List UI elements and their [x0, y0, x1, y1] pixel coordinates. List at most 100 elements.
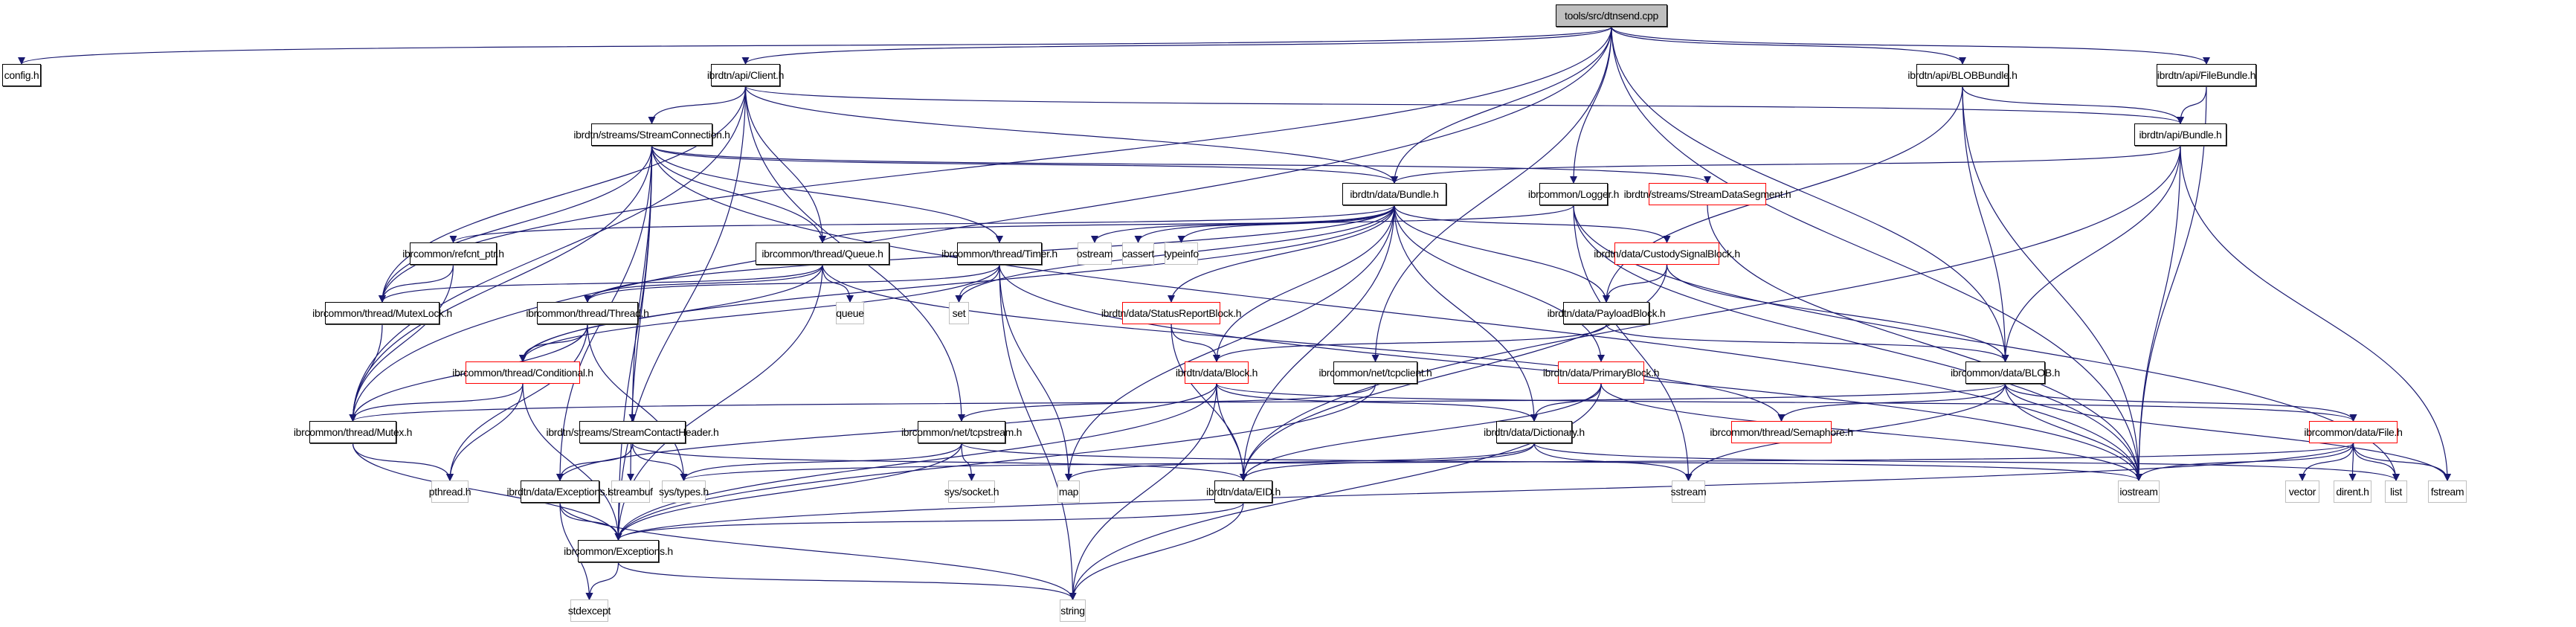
edge-refcnt-to-mutex	[349, 264, 454, 422]
node-conditional[interactable]: ibrcommon/thread/Conditional.h	[452, 361, 593, 384]
edge-databundle-to-primary	[1394, 205, 1605, 362]
edge-databundle-to-ostream	[1091, 205, 1395, 243]
node-primary[interactable]: ibrdtn/data/PrimaryBlock.h	[1543, 361, 1660, 384]
node-databundle[interactable]: ibrdtn/data/Bundle.h	[1342, 183, 1446, 205]
edge-tcpstream-to-commonexc	[614, 443, 962, 541]
node-blobbundle[interactable]: ibrdtn/api/BLOBBundle.h	[1907, 64, 2018, 86]
node-label: ibrdtn/api/Bundle.h	[2139, 129, 2222, 141]
node-queue-h[interactable]: ibrcommon/thread/Queue.h	[756, 242, 889, 265]
node-label: ibrdtn/api/BLOBBundle.h	[1907, 69, 2018, 81]
edge-file-to-commonexc	[614, 443, 2354, 541]
node-label: ibrdtn/streams/StreamContactHeader.h	[546, 426, 719, 438]
edge-apibundle-to-databundle	[1391, 145, 2181, 184]
node-label: ibrdtn/data/PayloadBlock.h	[1547, 307, 1666, 319]
edge-dtnsend-to-blobbundle	[1611, 26, 1966, 65]
node-dataexc[interactable]: ibrdtn/data/Exceptions.h	[507, 480, 614, 503]
node-streambuf: streambuf	[608, 480, 653, 503]
edge-primary-to-dictionary	[1530, 383, 1602, 422]
node-dictionary[interactable]: ibrdtn/data/Dictionary.h	[1484, 421, 1585, 443]
edge-databundle-to-custody	[1394, 205, 1671, 243]
node-streamconn[interactable]: ibrdtn/streams/StreamConnection.h	[573, 123, 730, 146]
edge-databundle-to-statusreport	[1168, 205, 1395, 303]
edge-dtnsend-to-blob	[1611, 26, 2009, 362]
edge-commonexc-to-string	[617, 562, 1077, 600]
node-label: map	[1058, 486, 1079, 498]
node-systypes: sys/types.h	[659, 480, 709, 503]
node-label: tools/src/dtnsend.cpp	[1565, 10, 1658, 22]
node-custody[interactable]: ibrdtn/data/CustodySignalBlock.h	[1594, 242, 1740, 265]
node-mutex[interactable]: ibrcommon/thread/Mutex.h	[294, 421, 412, 443]
edge-databundle-to-eid	[1240, 205, 1395, 481]
node-payload[interactable]: ibrdtn/data/PayloadBlock.h	[1548, 302, 1666, 324]
node-logger[interactable]: ibrcommon/Logger.h	[1528, 183, 1619, 205]
node-commonexc[interactable]: ibrcommon/Exceptions.h	[564, 540, 673, 562]
edge-conditional-to-mutex	[349, 383, 524, 422]
node-client[interactable]: ibrdtn/api/Client.h	[707, 64, 784, 86]
node-tcpstream[interactable]: ibrcommon/net/tcpstream.h	[901, 421, 1022, 443]
edge-file-to-dirent	[2348, 443, 2357, 481]
edge-dtnsend-to-logger	[1570, 26, 1612, 184]
node-label: ibrdtn/api/FileBundle.h	[2157, 69, 2256, 81]
node-label: ibrdtn/data/Block.h	[1175, 367, 1258, 379]
edge-dtnsend-to-client	[741, 26, 1612, 65]
edge-timer-to-string	[999, 264, 1077, 600]
node-contacthdr[interactable]: ibrdtn/streams/StreamContactHeader.h	[547, 421, 719, 443]
edge-logger-to-sstream	[1573, 205, 1693, 481]
node-label: fstream	[2430, 486, 2464, 498]
node-thread[interactable]: ibrcommon/thread/Thread.h	[526, 302, 649, 324]
node-dtnsend[interactable]: tools/src/dtnsend.cpp	[1556, 4, 1667, 27]
node-pthread: pthread.h	[429, 480, 471, 503]
edge-payload-to-block	[1213, 324, 1607, 362]
node-blob[interactable]: ibrcommon/data/BLOB.h	[1951, 361, 2060, 384]
node-label: ibrdtn/data/StatusReportBlock.h	[1101, 307, 1242, 319]
node-label: ibrdtn/api/Client.h	[706, 69, 785, 81]
node-sstream: sstream	[1671, 480, 1707, 503]
edge-filebundle-to-iostream	[2135, 86, 2207, 481]
edge-dtnsend-to-tcpclient	[1371, 26, 1612, 362]
node-statusreport[interactable]: ibrdtn/data/StatusReportBlock.h	[1101, 302, 1241, 324]
node-label: ibrdtn/data/Bundle.h	[1350, 188, 1439, 200]
edge-databundle-to-refcnt	[449, 205, 1395, 243]
node-cassert: cassert	[1122, 242, 1154, 265]
node-file[interactable]: ibrcommon/data/File.h	[2304, 421, 2403, 443]
node-semaphore[interactable]: ibrcommon/thread/Semaphore.h	[1710, 421, 1853, 443]
edge-apibundle-to-fstream	[2180, 145, 2451, 481]
node-map: map	[1057, 480, 1080, 503]
edge-conditional-to-commonexc	[522, 383, 622, 541]
node-block[interactable]: ibrdtn/data/Block.h	[1176, 361, 1258, 384]
edge-thread-to-conditional	[519, 324, 588, 362]
node-filebundle[interactable]: ibrdtn/api/FileBundle.h	[2157, 64, 2256, 86]
node-label: ibrcommon/thread/Mutex.h	[293, 426, 413, 438]
node-label: typeinfo	[1164, 248, 1199, 260]
node-apibundle[interactable]: ibrdtn/api/Bundle.h	[2134, 123, 2226, 146]
edge-dictionary-to-list	[1533, 443, 2400, 481]
node-mutexlock[interactable]: ibrcommon/thread/MutexLock.h	[312, 302, 452, 324]
edge-primary-to-iostream	[1600, 383, 2142, 481]
node-label: ibrcommon/net/tcpclient.h	[1318, 367, 1432, 379]
node-label: ibrcommon/thread/Queue.h	[761, 248, 883, 260]
edge-streamdataseg-to-iostream	[1707, 205, 2142, 481]
edge-logger-to-queue_h	[819, 205, 1574, 243]
node-refcnt[interactable]: ibrcommon/refcnt_ptr.h	[402, 242, 504, 265]
node-stdexcept: stdexcept	[568, 599, 611, 622]
node-streamdataseg[interactable]: ibrdtn/streams/StreamDataSegment.h	[1624, 183, 1791, 205]
node-label: list	[2390, 486, 2402, 498]
edge-primary-to-string	[1069, 383, 1602, 600]
edge-blobbundle-to-iostream	[1962, 86, 2142, 481]
node-tcpclient[interactable]: ibrcommon/net/tcpclient.h	[1318, 361, 1432, 384]
node-label: streambuf	[608, 486, 653, 498]
edge-statusreport-to-block	[1171, 324, 1220, 362]
node-label: ibrcommon/thread/Timer.h	[941, 248, 1057, 260]
node-label: ibrcommon/data/BLOB.h	[1951, 367, 2060, 379]
node-timer[interactable]: ibrcommon/thread/Timer.h	[941, 242, 1057, 265]
edge-conditional-to-pthread	[446, 383, 524, 481]
node-eid[interactable]: ibrdtn/data/EID.h	[1206, 480, 1281, 503]
edge-apibundle-to-iostream	[2135, 145, 2181, 481]
node-list: list	[2385, 480, 2407, 503]
node-label: ibrcommon/thread/Semaphore.h	[1710, 426, 1853, 438]
edge-client-to-queue_h	[744, 86, 826, 243]
node-config[interactable]: config.h	[2, 64, 41, 86]
node-label: ibrcommon/net/tcpstream.h	[901, 426, 1023, 438]
edge-databundle-to-cassert	[1134, 205, 1395, 243]
edge-streamconn-to-timer	[651, 145, 1003, 243]
